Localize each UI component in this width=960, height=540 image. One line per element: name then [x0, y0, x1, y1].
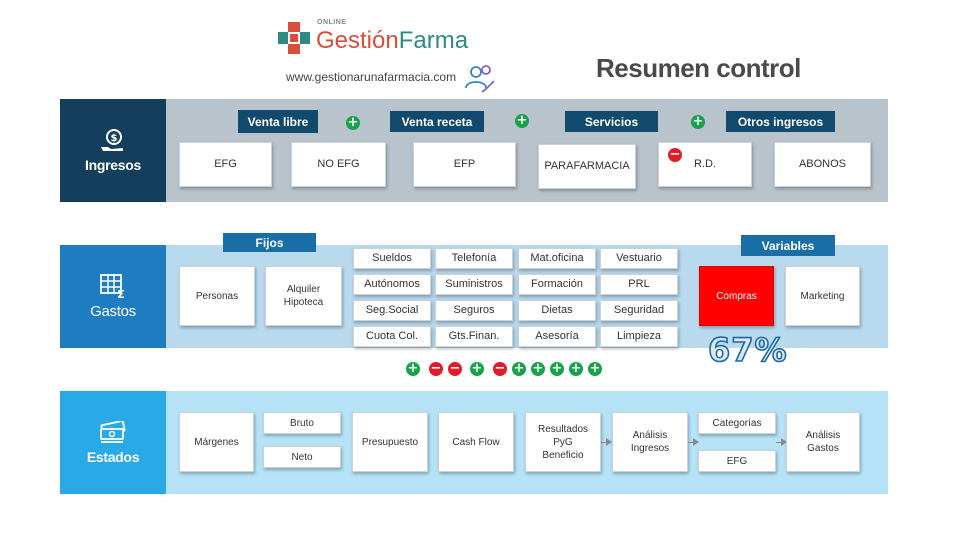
- plus-icon: +: [588, 361, 602, 376]
- gastos-cell[interactable]: Autónomos: [353, 274, 431, 295]
- box-alquiler-hipoteca[interactable]: Alquiler Hipoteca: [265, 266, 342, 326]
- gastos-cell[interactable]: Dietas: [518, 300, 596, 321]
- box-presupuesto[interactable]: Presupuesto: [352, 412, 428, 472]
- box-efg-estados[interactable]: EFG: [698, 450, 776, 472]
- box-analisis-ingresos[interactable]: Análisis Ingresos: [612, 412, 688, 472]
- svg-text:$: $: [111, 133, 118, 144]
- arrow-right-icon: [776, 438, 787, 446]
- gastos-label: Gastos: [90, 303, 136, 320]
- ingresos-label: Ingresos: [85, 156, 141, 173]
- box-bruto[interactable]: Bruto: [263, 412, 341, 434]
- plus-icon: +: [569, 361, 583, 376]
- box-analisis-gastos[interactable]: Análisis Gastos: [786, 412, 860, 472]
- website-url[interactable]: www.gestionarunafarmacia.com: [286, 70, 457, 84]
- box-cash-flow[interactable]: Cash Flow: [438, 412, 514, 472]
- plus-icon: +: [512, 361, 526, 376]
- tag-otros-ingresos[interactable]: Otros ingresos: [726, 111, 835, 132]
- gastos-cell[interactable]: Seguridad: [600, 300, 678, 321]
- tag-fijos[interactable]: Fijos: [223, 233, 316, 252]
- arrow-right-icon: [688, 438, 699, 446]
- box-neto[interactable]: Neto: [263, 446, 341, 468]
- percentage-value: 67%: [707, 330, 788, 370]
- gastos-cell[interactable]: Sueldos: [353, 248, 431, 269]
- logo-name-part1: Gestión: [316, 27, 399, 54]
- box-margenes[interactable]: Márgenes: [179, 412, 254, 472]
- minus-icon: −: [668, 147, 682, 162]
- minus-icon: −: [429, 361, 443, 376]
- box-abonos[interactable]: ABONOS: [774, 142, 871, 187]
- plus-icon: +: [531, 361, 545, 376]
- logo-online: ONLINE: [317, 19, 347, 26]
- gastos-cell[interactable]: Seg.Social: [353, 300, 431, 321]
- box-categorias[interactable]: Categorías: [698, 412, 776, 434]
- logo-name-part2: Farma: [398, 27, 469, 54]
- plus-icon: +: [515, 113, 529, 128]
- tag-venta-libre[interactable]: Venta libre: [238, 110, 318, 133]
- arrow-right-icon: [601, 438, 612, 446]
- logo: ONLINE GestiónFarma: [278, 18, 498, 58]
- box-personas[interactable]: Personas: [179, 266, 255, 326]
- gastos-cell[interactable]: Limpieza: [600, 326, 678, 347]
- tag-venta-receta[interactable]: Venta receta: [390, 111, 484, 132]
- gastos-cell[interactable]: Suministros: [435, 274, 513, 295]
- medical-cross-icon: [278, 22, 310, 54]
- tag-variables[interactable]: Variables: [741, 235, 835, 256]
- gastos-cell[interactable]: Mat.oficina: [518, 248, 596, 269]
- plus-icon: +: [346, 115, 360, 130]
- minus-icon: −: [448, 361, 462, 376]
- minus-icon: −: [493, 361, 507, 376]
- gastos-header[interactable]: Σ Gastos: [60, 245, 166, 348]
- box-no-efg[interactable]: NO EFG: [291, 142, 386, 187]
- gastos-cell[interactable]: Seguros: [435, 300, 513, 321]
- plus-icon: +: [691, 114, 705, 129]
- logo-name: GestiónFarma: [316, 27, 468, 55]
- box-parafarmacia[interactable]: PARAFARMACIA: [538, 144, 636, 189]
- svg-text:Σ: Σ: [117, 288, 125, 299]
- page-title: Resumen control: [596, 53, 801, 83]
- gastos-cell[interactable]: Formación: [518, 274, 596, 295]
- box-marketing[interactable]: Marketing: [785, 266, 860, 326]
- money-stack-icon: [100, 420, 126, 443]
- estados-header[interactable]: Estados: [60, 391, 166, 494]
- ingresos-header[interactable]: $ Ingresos: [60, 99, 166, 202]
- gastos-cell[interactable]: Asesoría: [518, 326, 596, 347]
- users-check-icon: [465, 65, 495, 93]
- gastos-cell[interactable]: Vestuario: [600, 248, 678, 269]
- box-compras[interactable]: Compras: [699, 266, 774, 326]
- box-resultados[interactable]: Resultados PyG Beneficio: [525, 412, 601, 472]
- gastos-cell[interactable]: Cuota Col.: [353, 326, 431, 347]
- gastos-cell[interactable]: Telefonía: [435, 248, 513, 269]
- gastos-cell[interactable]: Gts.Finan.: [435, 326, 513, 347]
- spreadsheet-sum-icon: Σ: [100, 274, 125, 299]
- gastos-cell[interactable]: PRL: [600, 274, 678, 295]
- box-efp[interactable]: EFP: [413, 142, 516, 187]
- tag-servicios[interactable]: Servicios: [565, 111, 658, 132]
- plus-icon: +: [406, 361, 420, 376]
- estados-label: Estados: [86, 448, 140, 465]
- plus-icon: +: [470, 361, 484, 376]
- box-efg[interactable]: EFG: [179, 142, 272, 187]
- plus-icon: +: [550, 361, 564, 376]
- money-hand-icon: $: [101, 128, 123, 151]
